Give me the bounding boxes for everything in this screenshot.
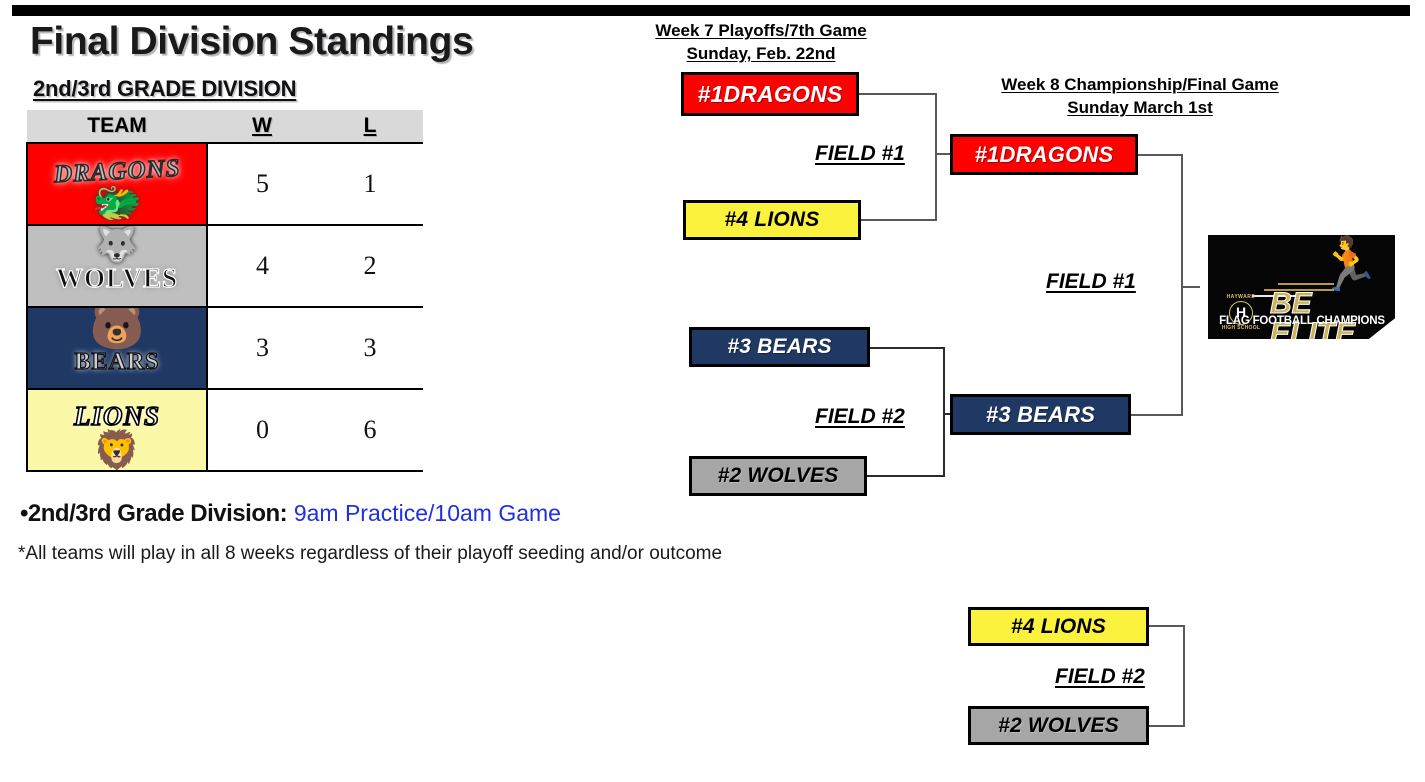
losses-value: 3	[317, 307, 423, 390]
champion-logo-inner: 🏃 HAYWARD H HIGH SCHOOL BE ELITE FLAG FO…	[1208, 235, 1395, 339]
bracket-seed-dragons-semifinal[interactable]: #1DRAGONS	[681, 72, 859, 116]
week7-header-line2: Sunday, Feb. 22nd	[686, 43, 836, 63]
speed-streaks-icon	[1252, 283, 1338, 299]
wins-value: 3	[207, 307, 317, 390]
top-divider-bar	[12, 5, 1410, 16]
column-header-team: TEAM	[27, 110, 207, 143]
champion-logo-badge: 🏃 HAYWARD H HIGH SCHOOL BE ELITE FLAG FO…	[1200, 228, 1403, 346]
bracket-winner-dragons-final[interactable]: #1DRAGONS	[950, 134, 1138, 175]
bracket-seed-bears-semifinal[interactable]: #3 BEARS	[689, 327, 870, 367]
school-seal-icon: HAYWARD H HIGH SCHOOL	[1214, 294, 1268, 332]
field-label-semifinal-b: FIELD #2	[815, 405, 905, 428]
wins-value: 0	[207, 389, 317, 472]
team-logo-cell-wolves: 🐺 WOLVES	[26, 225, 208, 308]
week8-header-line2: Sunday March 1st	[1067, 97, 1213, 117]
page-title: Final Division Standings	[30, 20, 474, 63]
column-header-wins: W	[207, 110, 317, 143]
table-header-row: TEAM W L	[27, 110, 423, 143]
wolves-logo: 🐺 WOLVES	[28, 226, 206, 306]
connector-line	[943, 347, 945, 477]
team-logo-cell-lions: LIONS 🦁	[26, 389, 208, 472]
losses-value: 2	[317, 225, 423, 308]
bracket-seed-lions-semifinal[interactable]: #4 LIONS	[683, 200, 861, 240]
school-seal-top: HAYWARD	[1226, 294, 1256, 300]
bears-logo: 🐻 BEARS	[28, 308, 206, 388]
footnote: *All teams will play in all 8 weeks rega…	[18, 543, 723, 564]
connector-line	[1183, 286, 1205, 288]
bracket-seed-wolves-semifinal[interactable]: #2 WOLVES	[689, 456, 867, 496]
lions-wordmark: LIONS	[73, 400, 160, 431]
connector-line	[859, 93, 937, 95]
division-schedule-label: •2nd/3rd Grade Division:	[20, 500, 288, 527]
wolf-head-icon: 🐺	[95, 226, 139, 264]
field-label-final: FIELD #1	[1046, 270, 1136, 293]
dragon-head-icon: 🐲	[92, 181, 142, 224]
column-header-losses: L	[317, 110, 423, 143]
lion-head-icon: 🦁	[93, 430, 141, 470]
wins-value: 4	[207, 225, 317, 308]
bear-head-icon: 🐻	[89, 308, 145, 352]
team-logo-cell-dragons: DRAGONS 🐲	[26, 142, 208, 226]
losses-value: 6	[317, 389, 423, 472]
week7-header-line1: Week 7 Playoffs/7th Game	[655, 21, 867, 40]
connector-line	[937, 153, 952, 155]
standings-table: TEAM W L DRAGONS 🐲 5 1 🐺 WOLVES 4	[26, 110, 423, 472]
connector-line	[1131, 414, 1183, 416]
bracket-winner-bears-final[interactable]: #3 BEARS	[950, 394, 1131, 435]
dragons-logo: DRAGONS 🐲	[28, 144, 206, 224]
table-row: LIONS 🦁 0 6	[26, 389, 423, 472]
wolves-wordmark: WOLVES	[55, 262, 179, 293]
lions-logo: LIONS 🦁	[28, 390, 206, 470]
school-seal-letter: H	[1229, 301, 1253, 326]
division-schedule-times: 9am Practice/10am Game	[293, 500, 561, 526]
field-label-semifinal-a: FIELD #1	[815, 142, 905, 165]
bears-wordmark: BEARS	[74, 349, 160, 375]
wins-value: 5	[207, 142, 317, 226]
connector-line	[1149, 725, 1185, 727]
connector-line	[1181, 154, 1183, 416]
connector-line	[861, 219, 937, 221]
division-heading: 2nd/3rd GRADE DIVISION	[33, 76, 297, 101]
bracket-seed-lions-consolation[interactable]: #4 LIONS	[968, 607, 1149, 646]
connector-line	[870, 347, 945, 349]
champion-logo-subtitle: FLAG FOOTBALL CHAMPIONS	[1219, 315, 1385, 327]
field-label-consolation: FIELD #2	[1055, 665, 1145, 688]
dragons-wordmark: DRAGONS	[52, 153, 181, 188]
school-seal-bottom: HIGH SCHOOL	[1221, 325, 1261, 332]
connector-line	[1138, 154, 1183, 156]
division-schedule-note: •2nd/3rd Grade Division: 9am Practice/10…	[20, 500, 561, 528]
table-row: 🐺 WOLVES 4 2	[26, 225, 423, 308]
connector-line	[1149, 625, 1185, 627]
week8-header: Week 8 Championship/Final Game Sunday Ma…	[990, 74, 1290, 120]
champion-logo-title: BE ELITE	[1270, 287, 1356, 339]
connector-line	[935, 93, 937, 221]
bracket-seed-wolves-consolation[interactable]: #2 WOLVES	[968, 706, 1149, 745]
table-row: DRAGONS 🐲 5 1	[26, 142, 423, 226]
running-player-icon: 🏃	[1316, 236, 1381, 294]
connector-line	[1183, 625, 1185, 727]
connector-line	[867, 475, 945, 477]
week8-header-line1: Week 8 Championship/Final Game	[1001, 75, 1279, 94]
table-row: 🐻 BEARS 3 3	[26, 307, 423, 390]
week7-header: Week 7 Playoffs/7th Game Sunday, Feb. 22…	[643, 20, 879, 66]
losses-value: 1	[317, 142, 423, 226]
team-logo-cell-bears: 🐻 BEARS	[26, 307, 208, 390]
